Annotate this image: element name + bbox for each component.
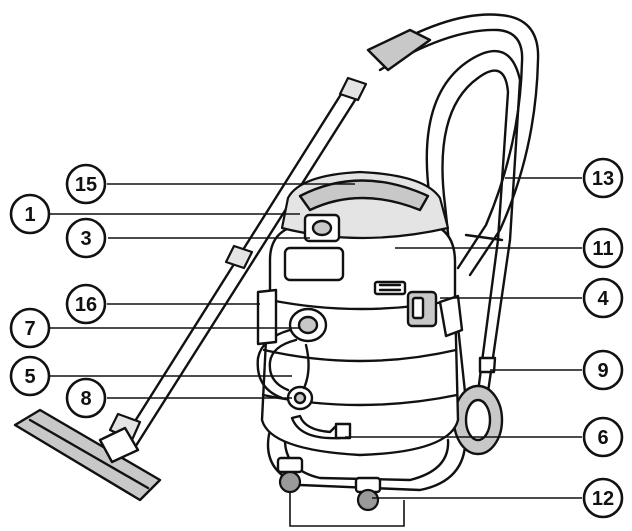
svg-text:5: 5 [24,366,35,388]
svg-text:16: 16 [75,294,97,316]
callout-12: 12 [582,477,624,519]
svg-text:11: 11 [592,238,613,260]
callout-16: 16 [65,283,107,325]
svg-text:12: 12 [592,488,614,510]
svg-text:1: 1 [24,204,35,226]
callout-8: 8 [65,377,107,419]
callout-4: 4 [582,277,624,319]
floor-nozzle [13,408,162,502]
accessory-hook [478,356,497,374]
svg-text:15: 15 [75,174,97,196]
callout-15: 15 [65,163,107,205]
svg-text:8: 8 [80,388,91,410]
svg-text:6: 6 [597,427,608,449]
motor-head [268,170,464,338]
callout-1: 1 [9,193,51,235]
svg-text:9: 9 [597,360,608,382]
svg-text:13: 13 [592,168,614,190]
hose [366,13,540,277]
leader-lines [50,177,582,527]
svg-text:7: 7 [24,318,35,340]
callout-5: 5 [9,355,51,397]
callout-13: 13 [582,157,624,199]
callout-3: 3 [65,217,107,259]
hose-inlet [256,307,328,400]
callout-7: 7 [9,307,51,349]
callout-6: 6 [582,416,624,458]
trolley-handle [425,49,522,394]
callout-11: 11 [582,227,624,269]
callout-9: 9 [582,349,624,391]
cord-hook [256,288,278,346]
extension-wand [108,76,368,454]
caster-front-left [276,456,304,494]
svg-text:4: 4 [597,288,609,310]
caster-front-right [354,476,382,512]
svg-text:3: 3 [80,228,91,250]
inlet-cap [286,343,314,411]
